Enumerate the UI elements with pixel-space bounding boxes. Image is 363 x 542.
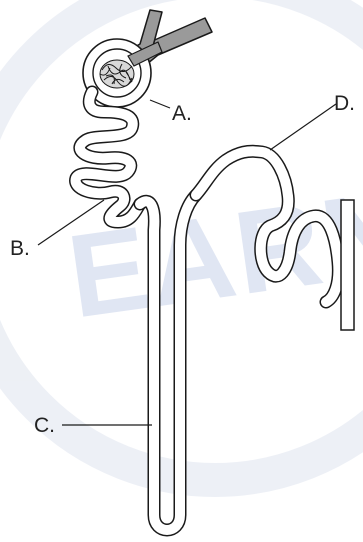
glomerulus: [100, 60, 134, 88]
label-d: D.: [334, 92, 355, 115]
label-c: C.: [34, 414, 55, 437]
label-a: A.: [172, 102, 192, 125]
collecting-duct: [341, 200, 354, 330]
collecting-duct-tube: [341, 200, 354, 330]
leader-d: [270, 104, 336, 150]
leader-a: [150, 100, 170, 108]
label-b: B.: [10, 237, 30, 260]
